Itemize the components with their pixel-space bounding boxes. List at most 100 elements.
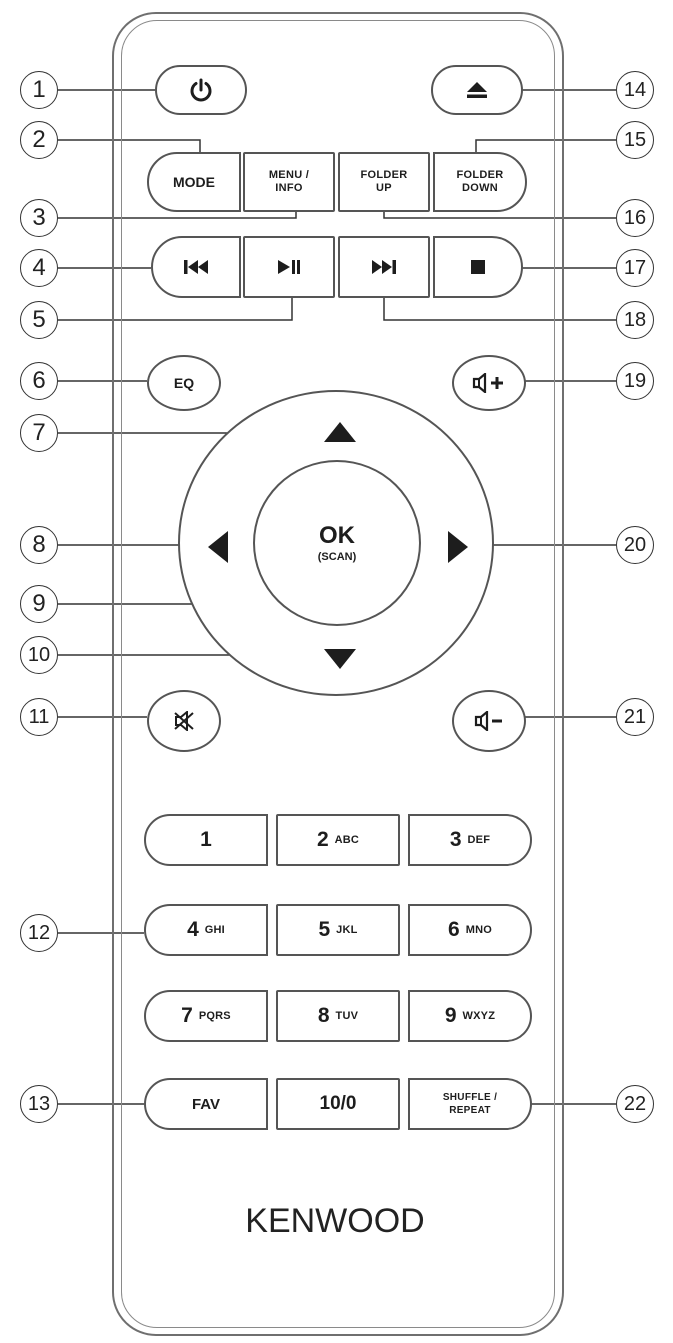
callout-14: 14: [616, 71, 654, 109]
eject-icon: [467, 82, 487, 98]
shuffle-repeat-button[interactable]: SHUFFLE / REPEAT: [408, 1078, 532, 1130]
callout-1: 1: [20, 71, 58, 109]
eject-button[interactable]: [431, 65, 523, 115]
folder-up-button[interactable]: FOLDER UP: [338, 152, 430, 212]
key-letters: JKL: [336, 924, 358, 936]
ok-scan-button[interactable]: OK (SCAN): [253, 460, 421, 626]
stop-icon: [471, 260, 485, 274]
callout-15: 15: [616, 121, 654, 159]
arrow-left-icon: [208, 531, 228, 563]
volume-down-icon: [474, 711, 502, 731]
power-button[interactable]: [155, 65, 247, 115]
eq-label: EQ: [173, 375, 195, 391]
callout-19: 19: [616, 362, 654, 400]
key-digit: 1: [200, 828, 212, 851]
callout-20: 20: [616, 526, 654, 564]
shuffle-label-line2: REPEAT: [449, 1105, 491, 1116]
mode-button[interactable]: MODE: [147, 152, 241, 212]
key-5[interactable]: 5 JKL: [276, 904, 400, 956]
key-letters: MNO: [465, 924, 492, 936]
callout-5: 5: [20, 301, 58, 339]
key-1[interactable]: 1: [144, 814, 268, 866]
key-letters: PQRS: [198, 1010, 231, 1022]
key-4[interactable]: 4 GHI: [144, 904, 268, 956]
fav-button[interactable]: FAV: [144, 1078, 268, 1130]
arrow-down-icon: [324, 649, 356, 669]
callout-16: 16: [616, 199, 654, 237]
key-letters: GHI: [204, 924, 225, 936]
arrow-left-button[interactable]: [204, 527, 232, 567]
key-letters: DEF: [467, 834, 491, 846]
key-10-0[interactable]: 10/0: [276, 1078, 400, 1130]
play-pause-button[interactable]: [243, 236, 335, 298]
folder-up-label-line2: UP: [376, 182, 392, 194]
shuffle-label-line1: SHUFFLE /: [442, 1092, 498, 1103]
key-3[interactable]: 3 DEF: [408, 814, 532, 866]
arrow-right-button[interactable]: [444, 527, 472, 567]
previous-track-button[interactable]: [151, 236, 241, 298]
previous-track-icon: [184, 260, 208, 274]
menu-label-line2: INFO: [275, 182, 303, 194]
folder-down-label-line2: DOWN: [461, 182, 499, 194]
arrow-down-button[interactable]: [320, 645, 360, 671]
callout-22: 22: [616, 1085, 654, 1123]
mute-button[interactable]: [147, 690, 221, 752]
key-9[interactable]: 9 WXYZ: [408, 990, 532, 1042]
callout-7: 7: [20, 414, 58, 452]
key-7[interactable]: 7 PQRS: [144, 990, 268, 1042]
arrow-right-icon: [448, 531, 468, 563]
callout-10: 10: [20, 636, 58, 674]
key-digit: 5: [318, 918, 331, 941]
fav-label: FAV: [191, 1095, 221, 1113]
key-2[interactable]: 2 ABC: [276, 814, 400, 866]
volume-up-icon: [472, 373, 503, 393]
key-digit: 10/0: [319, 1093, 357, 1114]
eq-button[interactable]: EQ: [147, 355, 221, 411]
key-digit: 8: [317, 1004, 330, 1027]
folder-down-button[interactable]: FOLDER DOWN: [433, 152, 527, 212]
key-letters: TUV: [335, 1010, 359, 1022]
key-digit: 4: [187, 918, 199, 941]
key-digit: 6: [448, 918, 460, 941]
callout-6: 6: [20, 362, 58, 400]
volume-up-button[interactable]: [452, 355, 526, 411]
menu-label-line1: MENU /: [268, 169, 310, 181]
callout-8: 8: [20, 526, 58, 564]
mute-icon: [174, 711, 194, 731]
play-pause-icon: [278, 260, 300, 274]
callout-12: 12: [20, 914, 58, 952]
callout-21: 21: [616, 698, 654, 736]
next-track-button[interactable]: [338, 236, 430, 298]
remote-body-inner-outline: [121, 20, 555, 1328]
mode-label: MODE: [173, 174, 215, 190]
callout-17: 17: [616, 249, 654, 287]
key-digit: 9: [444, 1004, 457, 1027]
callout-3: 3: [20, 199, 58, 237]
menu-info-button[interactable]: MENU / INFO: [243, 152, 335, 212]
key-letters: ABC: [334, 834, 360, 846]
brand-logo: KENWOOD: [245, 1202, 425, 1240]
ok-label: OK: [319, 522, 355, 549]
arrow-up-icon: [324, 422, 356, 442]
callout-11: 11: [20, 698, 58, 736]
remote-body-outline: [112, 12, 564, 1336]
key-digit: 7: [181, 1004, 193, 1027]
key-digit: 2: [316, 828, 329, 851]
callout-4: 4: [20, 249, 58, 287]
scan-label: (SCAN): [317, 551, 357, 563]
callout-13: 13: [20, 1085, 58, 1123]
power-icon: [190, 78, 212, 102]
folder-up-label-line1: FOLDER: [360, 169, 408, 181]
callout-18: 18: [616, 301, 654, 339]
folder-down-label-line1: FOLDER: [456, 169, 504, 181]
volume-down-button[interactable]: [452, 690, 526, 752]
key-8[interactable]: 8 TUV: [276, 990, 400, 1042]
key-digit: 3: [449, 828, 462, 851]
stop-button[interactable]: [433, 236, 523, 298]
callout-9: 9: [20, 585, 58, 623]
key-6[interactable]: 6 MNO: [408, 904, 532, 956]
callout-2: 2: [20, 121, 58, 159]
arrow-up-button[interactable]: [320, 420, 360, 446]
key-letters: WXYZ: [462, 1010, 496, 1022]
